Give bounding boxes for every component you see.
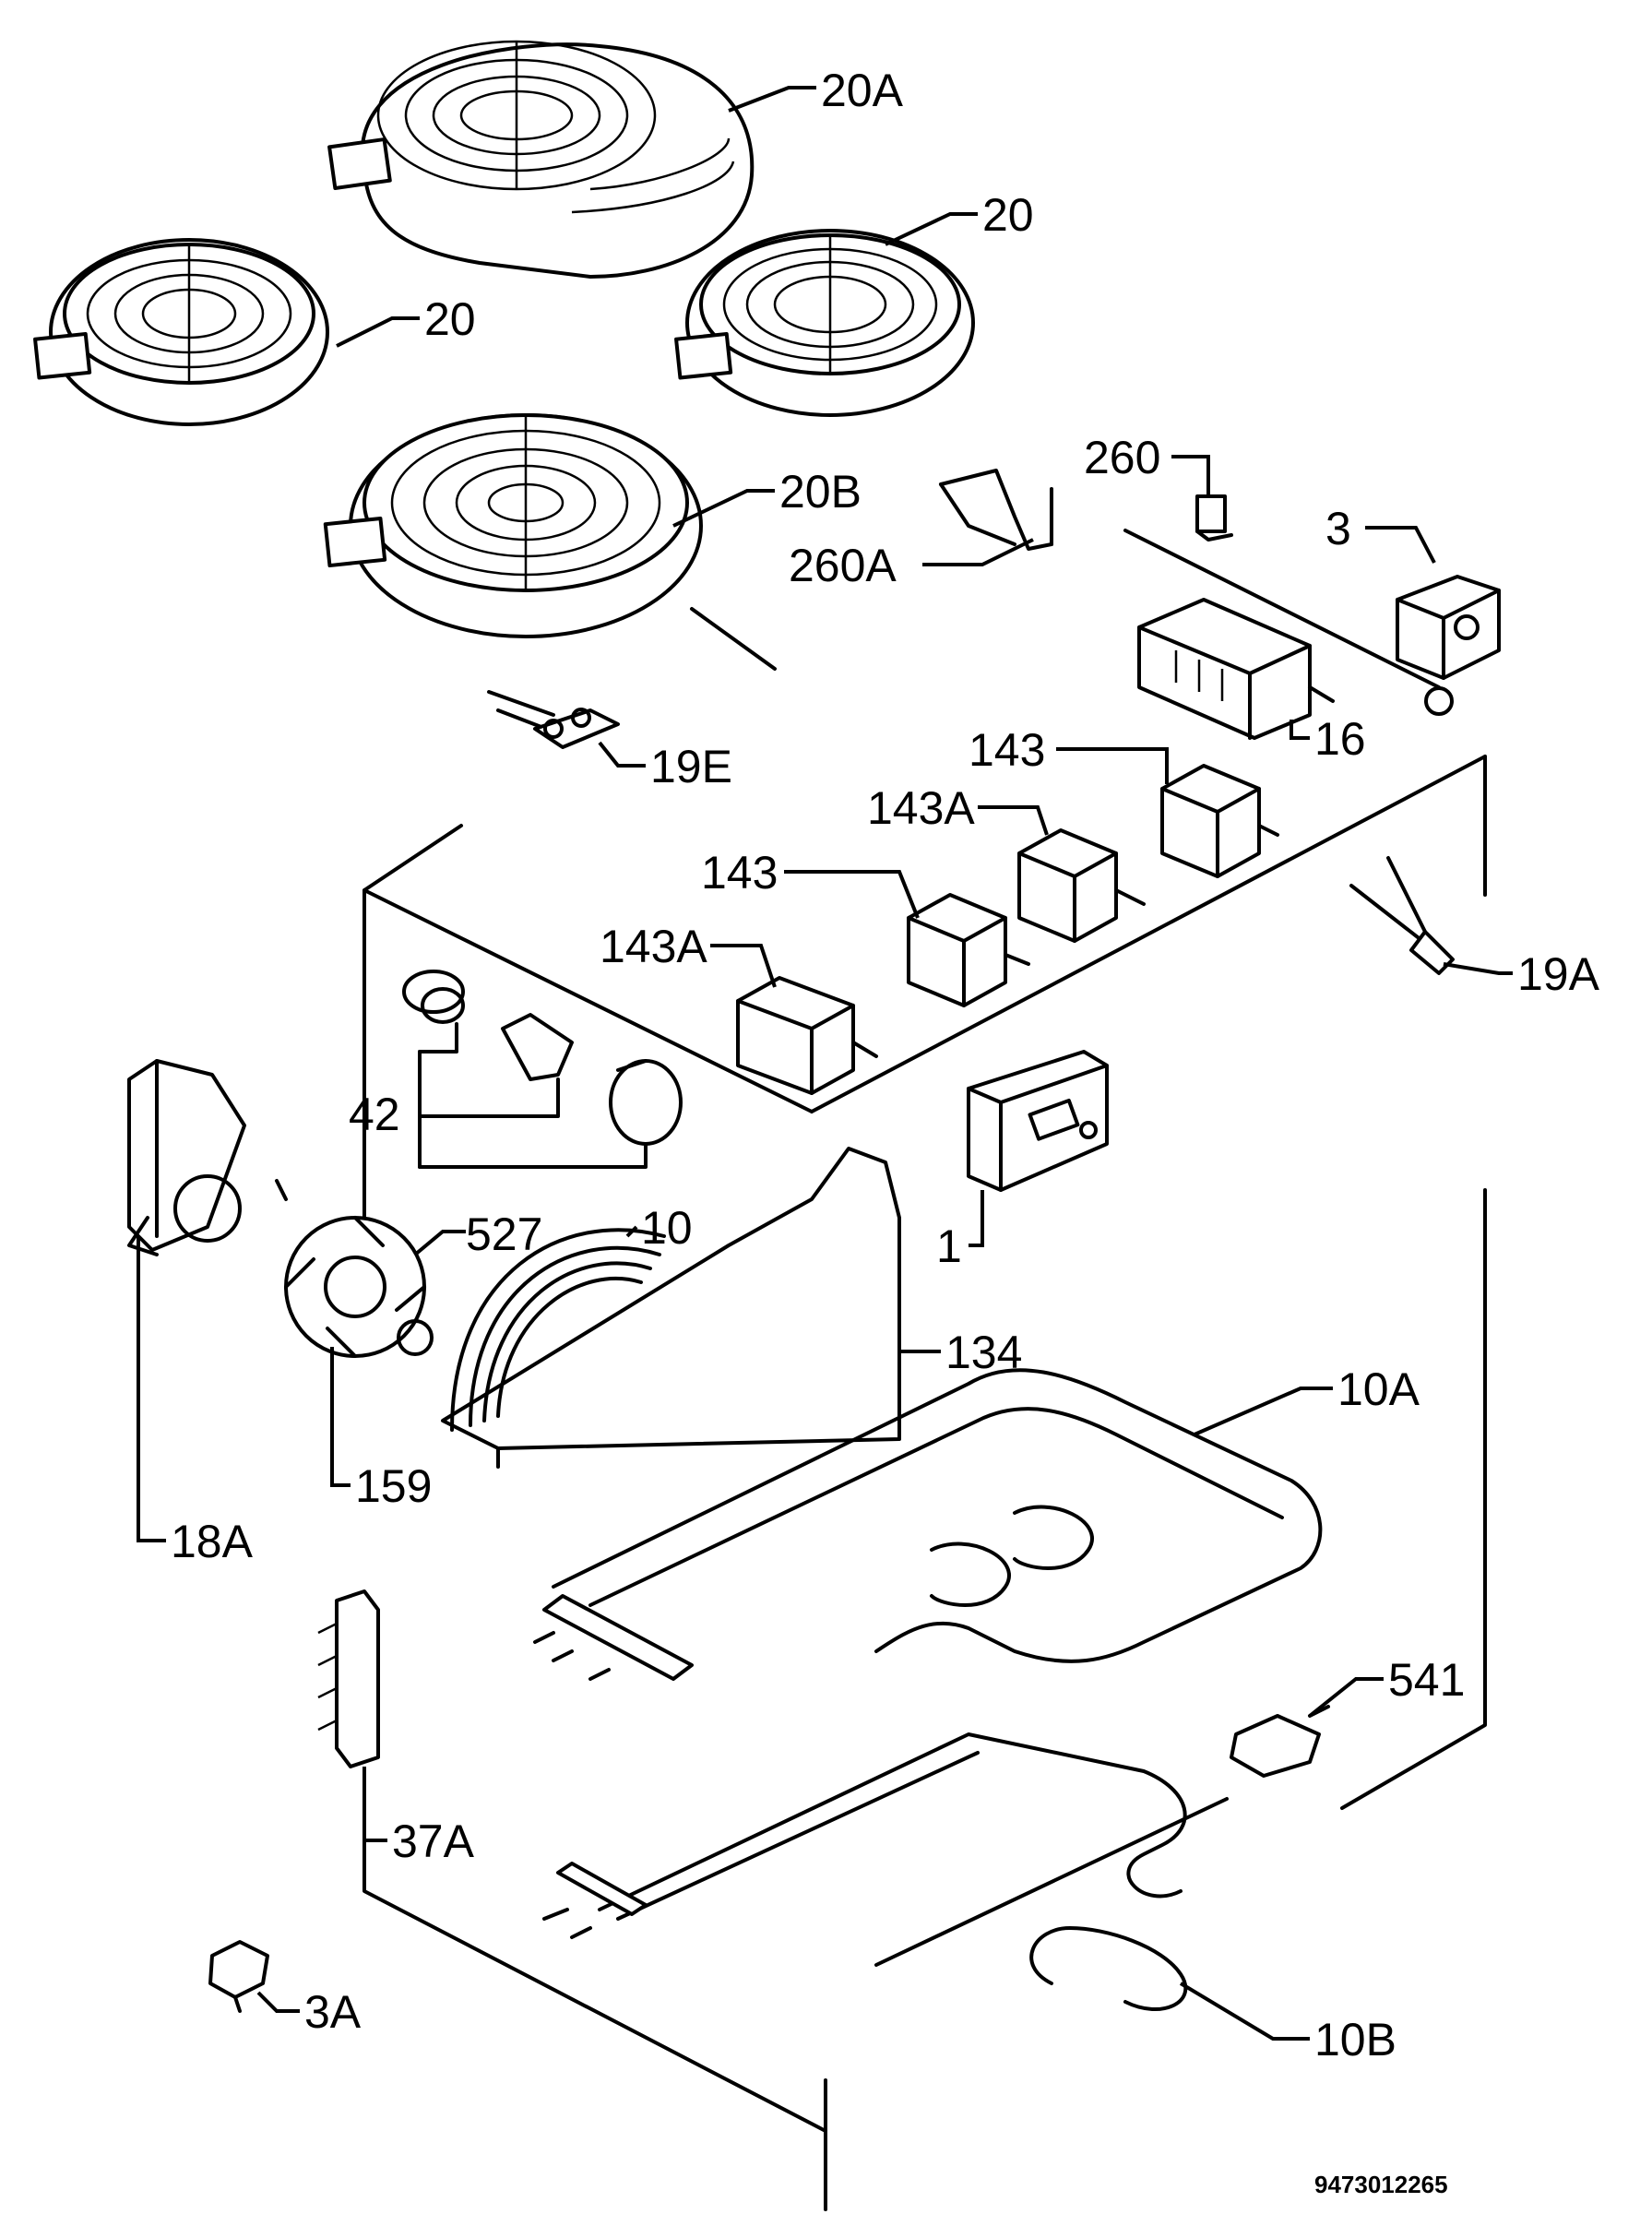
fan-blade-159 <box>284 1216 434 1358</box>
temperature-probe-19A <box>1349 856 1455 975</box>
label-143-lower: 143 <box>701 847 778 899</box>
label-10A: 10A <box>1337 1363 1420 1415</box>
energy-regulator-143A-top <box>1017 828 1146 943</box>
energy-regulator-143A-bottom <box>736 976 878 1095</box>
connector-block-19E <box>487 690 620 749</box>
label-3: 3 <box>1325 503 1351 554</box>
switch-3A <box>208 1940 269 2013</box>
bottom-element-10B <box>542 1732 1229 2011</box>
door-switch-541 <box>1230 1705 1330 1778</box>
label-143A-upper: 143A <box>867 782 975 834</box>
fan-motor-18A <box>127 1059 288 1256</box>
label-16: 16 <box>1314 713 1366 765</box>
label-10B: 10B <box>1314 2014 1396 2065</box>
heater-ring-10 <box>450 1228 666 1432</box>
timer-3 <box>1396 575 1501 680</box>
label-541: 541 <box>1388 1654 1465 1706</box>
clip-260 <box>1195 494 1233 542</box>
selector-switch-16 <box>1137 598 1335 740</box>
bracket-260A <box>939 469 1053 551</box>
energy-regulator-143-top <box>1160 764 1279 878</box>
label-20-right: 20 <box>982 189 1034 241</box>
grill-element-10A <box>533 1368 1323 1681</box>
energy-regulator-143-bottom <box>907 893 1030 1007</box>
fan-cover-134 <box>441 1147 901 1469</box>
label-42: 42 <box>349 1089 400 1140</box>
thermostat-rod <box>1123 529 1454 716</box>
part-labels: 20A 20 20 20B 260 260A 3 16 19E 143 143A… <box>171 65 1600 2065</box>
hob-zone-round-20-right <box>674 229 975 417</box>
label-143A-lower: 143A <box>600 921 707 972</box>
label-20A: 20A <box>821 65 904 116</box>
hob-zone-round-20-left <box>33 238 329 426</box>
label-1: 1 <box>936 1220 962 1272</box>
hob-zone-round-20B <box>323 413 703 638</box>
oven-lamp-42 <box>402 970 683 1169</box>
label-3A: 3A <box>304 1986 362 2038</box>
label-37A: 37A <box>392 1815 475 1867</box>
label-19A: 19A <box>1517 948 1600 1000</box>
leader-lines <box>137 86 1513 2041</box>
document-number: 9473012265 <box>1314 2171 1448 2198</box>
label-10: 10 <box>641 1202 693 1254</box>
label-260A: 260A <box>789 540 897 591</box>
terminal-block-37A <box>317 1589 380 1768</box>
label-18A: 18A <box>171 1516 254 1567</box>
hob-zone-oval-20A <box>327 40 755 279</box>
label-527: 527 <box>466 1208 542 1260</box>
label-20B: 20B <box>779 466 862 518</box>
label-20-left: 20 <box>424 293 476 345</box>
label-19E: 19E <box>650 741 732 792</box>
electronic-timer-1 <box>967 1050 1109 1192</box>
label-260: 260 <box>1084 432 1160 483</box>
label-143-upper: 143 <box>969 724 1045 776</box>
label-134: 134 <box>945 1327 1022 1378</box>
label-159: 159 <box>355 1460 432 1512</box>
